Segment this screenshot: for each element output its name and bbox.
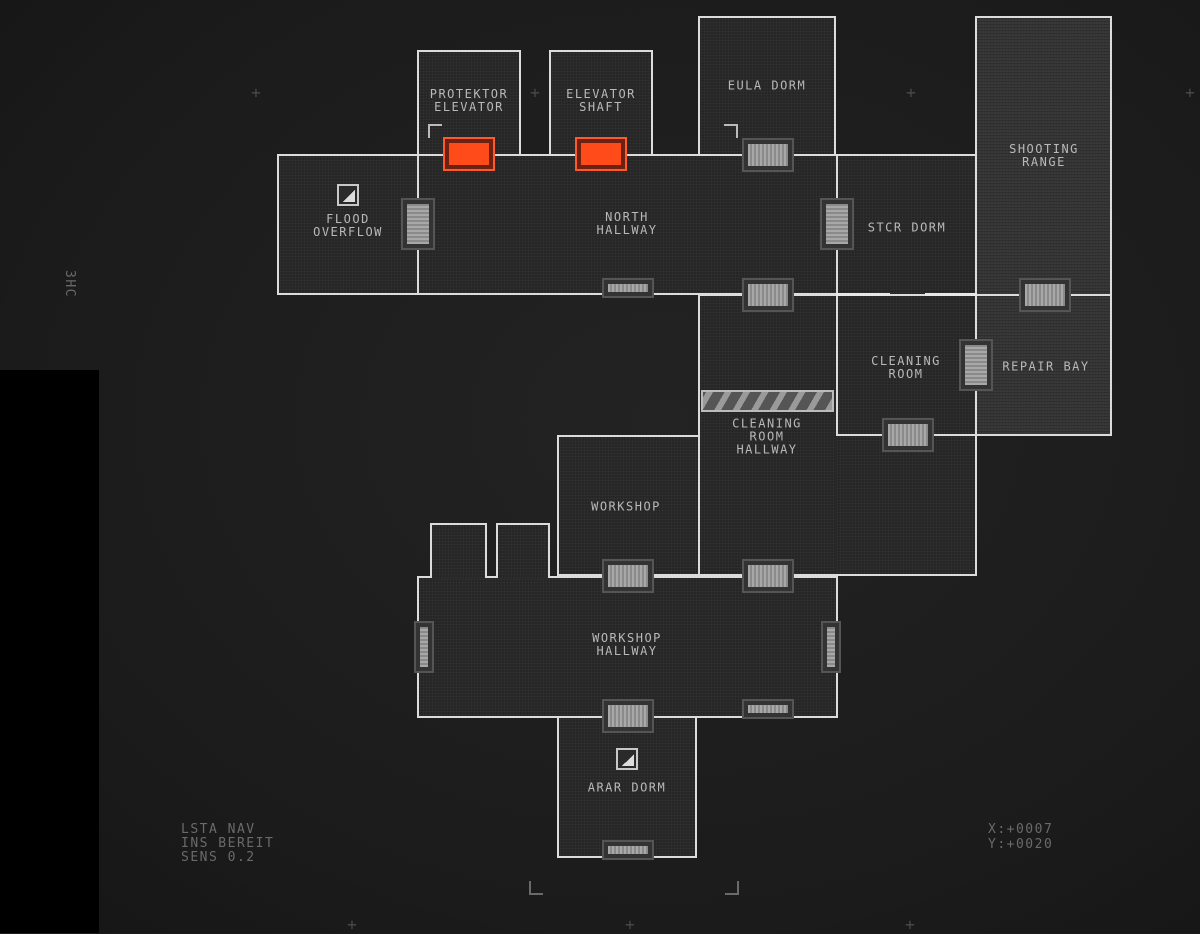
hazard-barrier — [701, 390, 834, 412]
door-cleaning-room[interactable] — [882, 418, 934, 452]
coord-x-readout: X:+0007 — [988, 822, 1054, 837]
room-cleaning-room-hallway[interactable] — [698, 294, 838, 576]
room-repair-bay[interactable] — [975, 294, 1112, 436]
room-elevator-shaft[interactable] — [549, 50, 653, 156]
label-shooting-range: SHOOTING RANGE — [1009, 142, 1079, 169]
room-workshop-hallway-alcove-b — [496, 523, 550, 578]
door-workshop-hallway-east[interactable] — [821, 621, 841, 673]
room-flood-overflow[interactable] — [277, 154, 419, 295]
wall-segment — [925, 293, 977, 296]
door-repair-bay[interactable] — [959, 339, 993, 391]
grid-cross-icon: + — [1185, 83, 1195, 102]
door-stcr-dorm[interactable] — [820, 198, 854, 250]
door-cleaning-hallway-north[interactable] — [742, 278, 794, 312]
coord-y-readout: Y:+0020 — [988, 837, 1054, 852]
room-eula-dorm[interactable] — [698, 16, 836, 156]
locked-door-elevator-shaft[interactable] — [575, 137, 627, 171]
door-north-hallway-south[interactable] — [602, 278, 654, 298]
label-elevator-shaft: ELEVATOR SHAFT — [566, 87, 636, 114]
label-arar-dorm: ARAR DORM — [587, 780, 667, 795]
corner-marker — [724, 124, 738, 138]
offscreen-area — [0, 370, 99, 933]
label-stcr-dorm: STCR DORM — [867, 220, 947, 235]
locked-door-protektor-elevator[interactable] — [443, 137, 495, 171]
door-cleaning-hallway-south[interactable] — [742, 559, 794, 593]
label-cleaning-room-hallway: CLEANING ROOM HALLWAY — [732, 416, 802, 457]
grid-cross-icon: + — [251, 83, 261, 102]
stairs-icon[interactable] — [337, 184, 359, 206]
room-north-hallway[interactable] — [417, 154, 838, 295]
room-cleaning-room[interactable] — [836, 294, 977, 436]
label-flood-overflow: FLOOD OVERFLOW — [313, 212, 383, 239]
grid-cross-icon: + — [905, 915, 915, 934]
label-workshop-hallway: WORKSHOP HALLWAY — [592, 631, 662, 658]
corner-marker — [428, 124, 442, 138]
label-repair-bay: REPAIR BAY — [1002, 359, 1090, 374]
door-flood-overflow[interactable] — [401, 198, 435, 250]
grid-cross-icon: + — [530, 83, 540, 102]
room-stcr-dorm[interactable] — [836, 154, 977, 296]
door-arar-dorm-north[interactable] — [602, 699, 654, 733]
stairs-icon[interactable] — [616, 748, 638, 770]
grid-cross-icon: + — [906, 83, 916, 102]
label-north-hallway: NORTH HALLWAY — [596, 210, 658, 237]
side-tag: 3HC — [62, 270, 77, 298]
wall-segment — [836, 293, 890, 296]
door-workshop-hallway-south[interactable] — [742, 699, 794, 719]
label-eula-dorm: EULA DORM — [727, 78, 807, 93]
room-workshop[interactable] — [557, 435, 700, 576]
door-shooting-range[interactable] — [1019, 278, 1071, 312]
label-workshop: WORKSHOP — [591, 499, 661, 514]
grid-cross-icon: + — [347, 915, 357, 934]
room-shooting-range[interactable] — [975, 16, 1112, 296]
room-workshop-hallway-alcove-a — [430, 523, 487, 578]
room-protektor-elevator[interactable] — [417, 50, 521, 156]
frame-corner-bottom-left — [529, 881, 543, 895]
door-workshop[interactable] — [602, 559, 654, 593]
door-arar-dorm-south[interactable] — [602, 840, 654, 860]
label-cleaning-room: CLEANING ROOM — [871, 354, 941, 381]
door-workshop-hallway-west[interactable] — [414, 621, 434, 673]
frame-corner-bottom-right — [725, 881, 739, 895]
grid-cross-icon: + — [625, 915, 635, 934]
status-readout: LSTA NAV INS BEREIT SENS 0.2 — [181, 822, 275, 865]
door-eula-dorm[interactable] — [742, 138, 794, 172]
label-protektor-elevator: PROTEKTOR ELEVATOR — [429, 87, 509, 114]
room-cleaning-room-hallway-annex[interactable] — [836, 434, 977, 576]
